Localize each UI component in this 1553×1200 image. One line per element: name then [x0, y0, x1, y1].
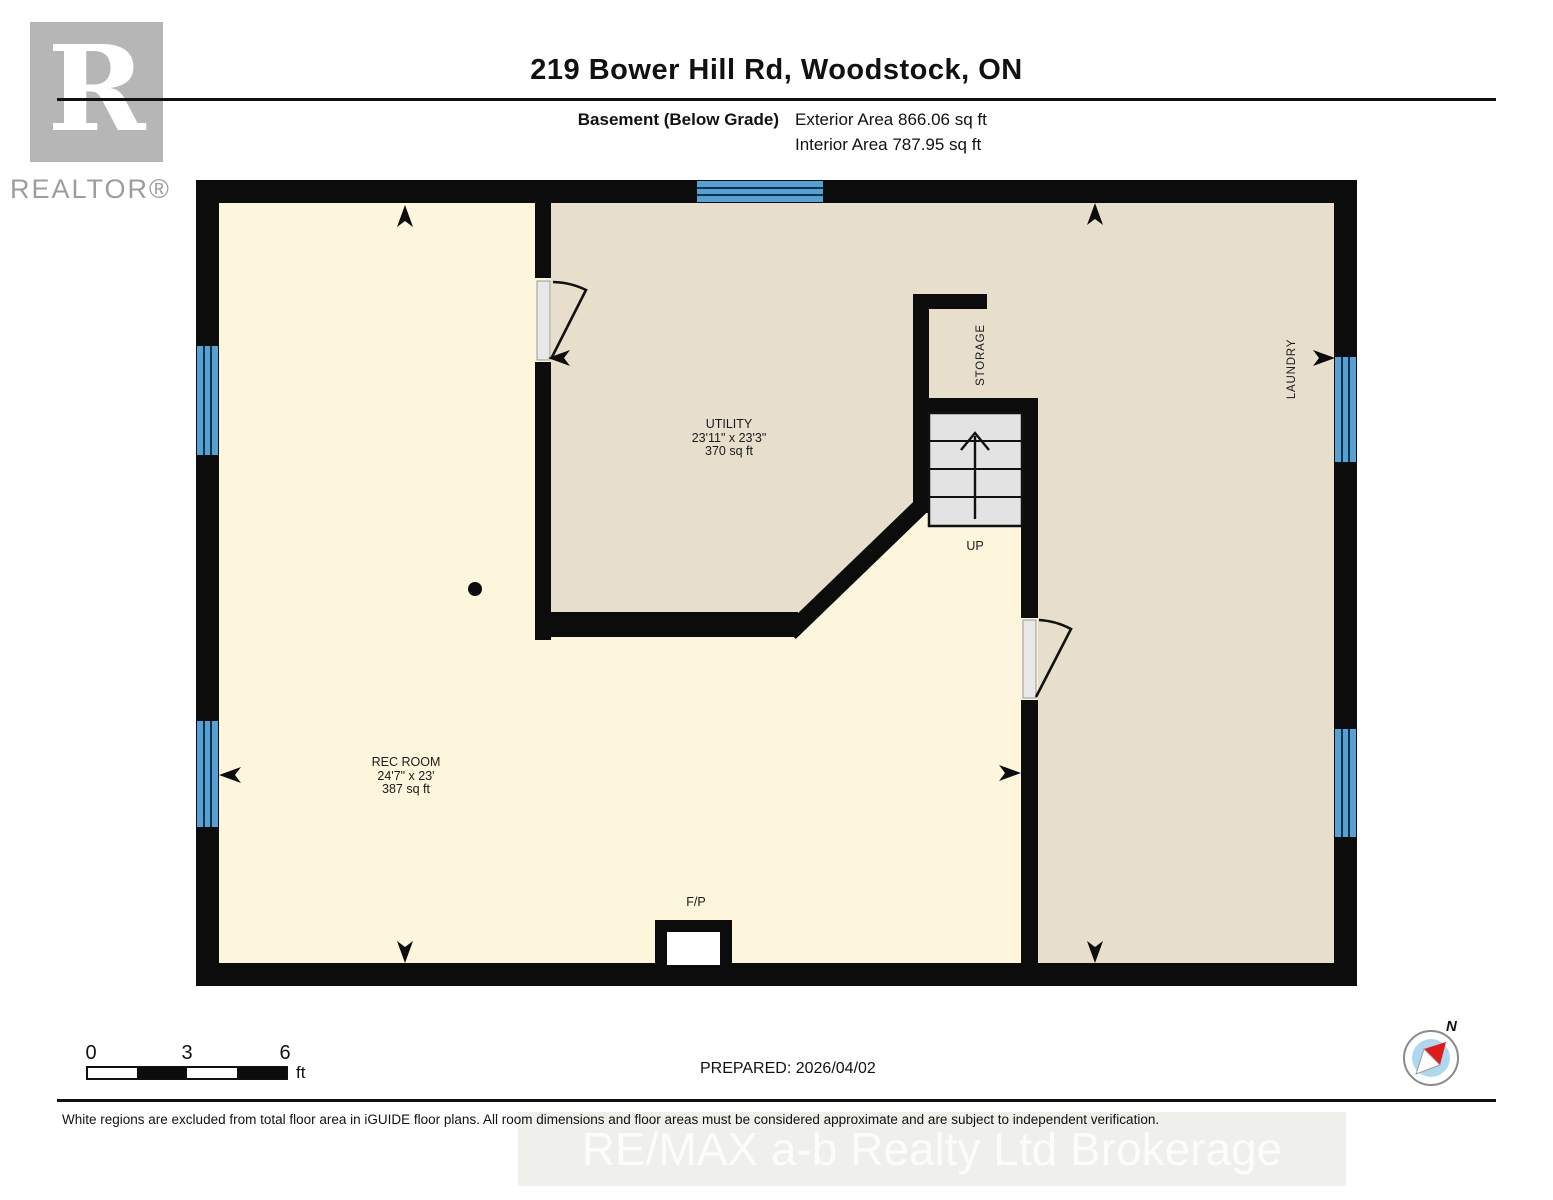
dart-utility-door: [548, 350, 570, 366]
storage-label: STORAGE: [975, 324, 987, 386]
interior-area: Interior Area 787.95 sq ft: [795, 135, 982, 154]
prepared-date: PREPARED: 2026/04/02: [700, 1060, 876, 1077]
utility-laundry-floor: [551, 203, 1334, 963]
stairs-up-arrow: [960, 431, 990, 519]
rec-room-dims: 24'7" x 23': [377, 768, 435, 783]
realtor-wordmark: REALTOR®: [10, 174, 171, 204]
fireplace-label: F/P: [686, 895, 706, 909]
wall-divider-lower: [535, 362, 551, 640]
scale-bar: [86, 1066, 288, 1080]
compass-needle-north: [1424, 1042, 1446, 1065]
dart-top-laundry: [1087, 203, 1103, 225]
wall-bottom: [196, 963, 1357, 986]
compass-n-label: N: [1446, 1018, 1457, 1035]
utility-area: 370 sq ft: [705, 444, 753, 458]
compass-icon: [1403, 1030, 1459, 1086]
door-utility: [536, 280, 588, 361]
watermark: RE/MAX a-b Realty Ltd Brokerage: [518, 1112, 1346, 1186]
rec-room-area: 387 sq ft: [382, 782, 430, 796]
laundry-label: LAUNDRY: [1286, 338, 1298, 400]
wall-corridor-upper: [1021, 398, 1038, 618]
wall-diagonal: [783, 498, 929, 640]
wall-divider-upper: [535, 203, 551, 278]
utility-dims: 23'11" x 23'3": [691, 430, 767, 445]
window-right-upper: [1335, 357, 1356, 462]
rec-room-name: REC ROOM: [371, 755, 441, 769]
wall-stairs-top: [913, 398, 1038, 413]
window-right-lower: [1335, 729, 1356, 837]
disclaimer-text: White regions are excluded from total fl…: [62, 1112, 1160, 1127]
dart-right-window: [1313, 350, 1335, 366]
camera-dot: [468, 582, 482, 596]
fireplace: [655, 920, 732, 968]
dart-bottom-laundry: [1087, 941, 1103, 963]
header-rule: [57, 98, 1496, 101]
stairs: [927, 411, 1024, 528]
dart-left-window: [219, 767, 241, 783]
window-left-upper: [197, 346, 218, 455]
realtor-logo: R: [30, 22, 163, 162]
wall-left: [196, 180, 219, 986]
wall-right: [1334, 180, 1357, 986]
utility-name: UTILITY: [705, 417, 753, 431]
scale-tick-6: 6: [279, 1042, 291, 1064]
exterior-area: Exterior Area 866.06 sq ft: [795, 110, 987, 129]
dart-bottom-rec: [397, 941, 413, 963]
floor-label: Basement (Below Grade): [577, 110, 779, 129]
scale-tick-0: 0: [85, 1042, 97, 1064]
realtor-logo-letter: R: [47, 19, 146, 158]
wall-storage-top: [913, 294, 987, 309]
window-left-lower: [197, 721, 218, 827]
door-laundry: [1022, 618, 1073, 699]
watermark-text: RE/MAX a-b Realty Ltd Brokerage: [581, 1123, 1283, 1175]
rec-room-label: REC ROOM 24'7" x 23' 387 sq ft: [371, 755, 441, 797]
compass-needle-south: [1415, 1048, 1441, 1075]
stairs-up-label: UP: [966, 539, 984, 553]
scale-unit: ft: [296, 1063, 306, 1082]
utility-label: UTILITY 23'11" x 23'3" 370 sq ft: [691, 417, 767, 459]
dart-corridor-wall: [999, 765, 1021, 781]
page-title: 219 Bower Hill Rd, Woodstock, ON: [530, 54, 1023, 86]
dart-top-rec: [397, 205, 413, 227]
scale-tick-3: 3: [181, 1042, 193, 1064]
footer-rule: [57, 1099, 1496, 1102]
wall-corridor-lower: [1021, 700, 1038, 986]
window-top: [697, 181, 823, 202]
wall-utility-bottom: [535, 612, 798, 637]
